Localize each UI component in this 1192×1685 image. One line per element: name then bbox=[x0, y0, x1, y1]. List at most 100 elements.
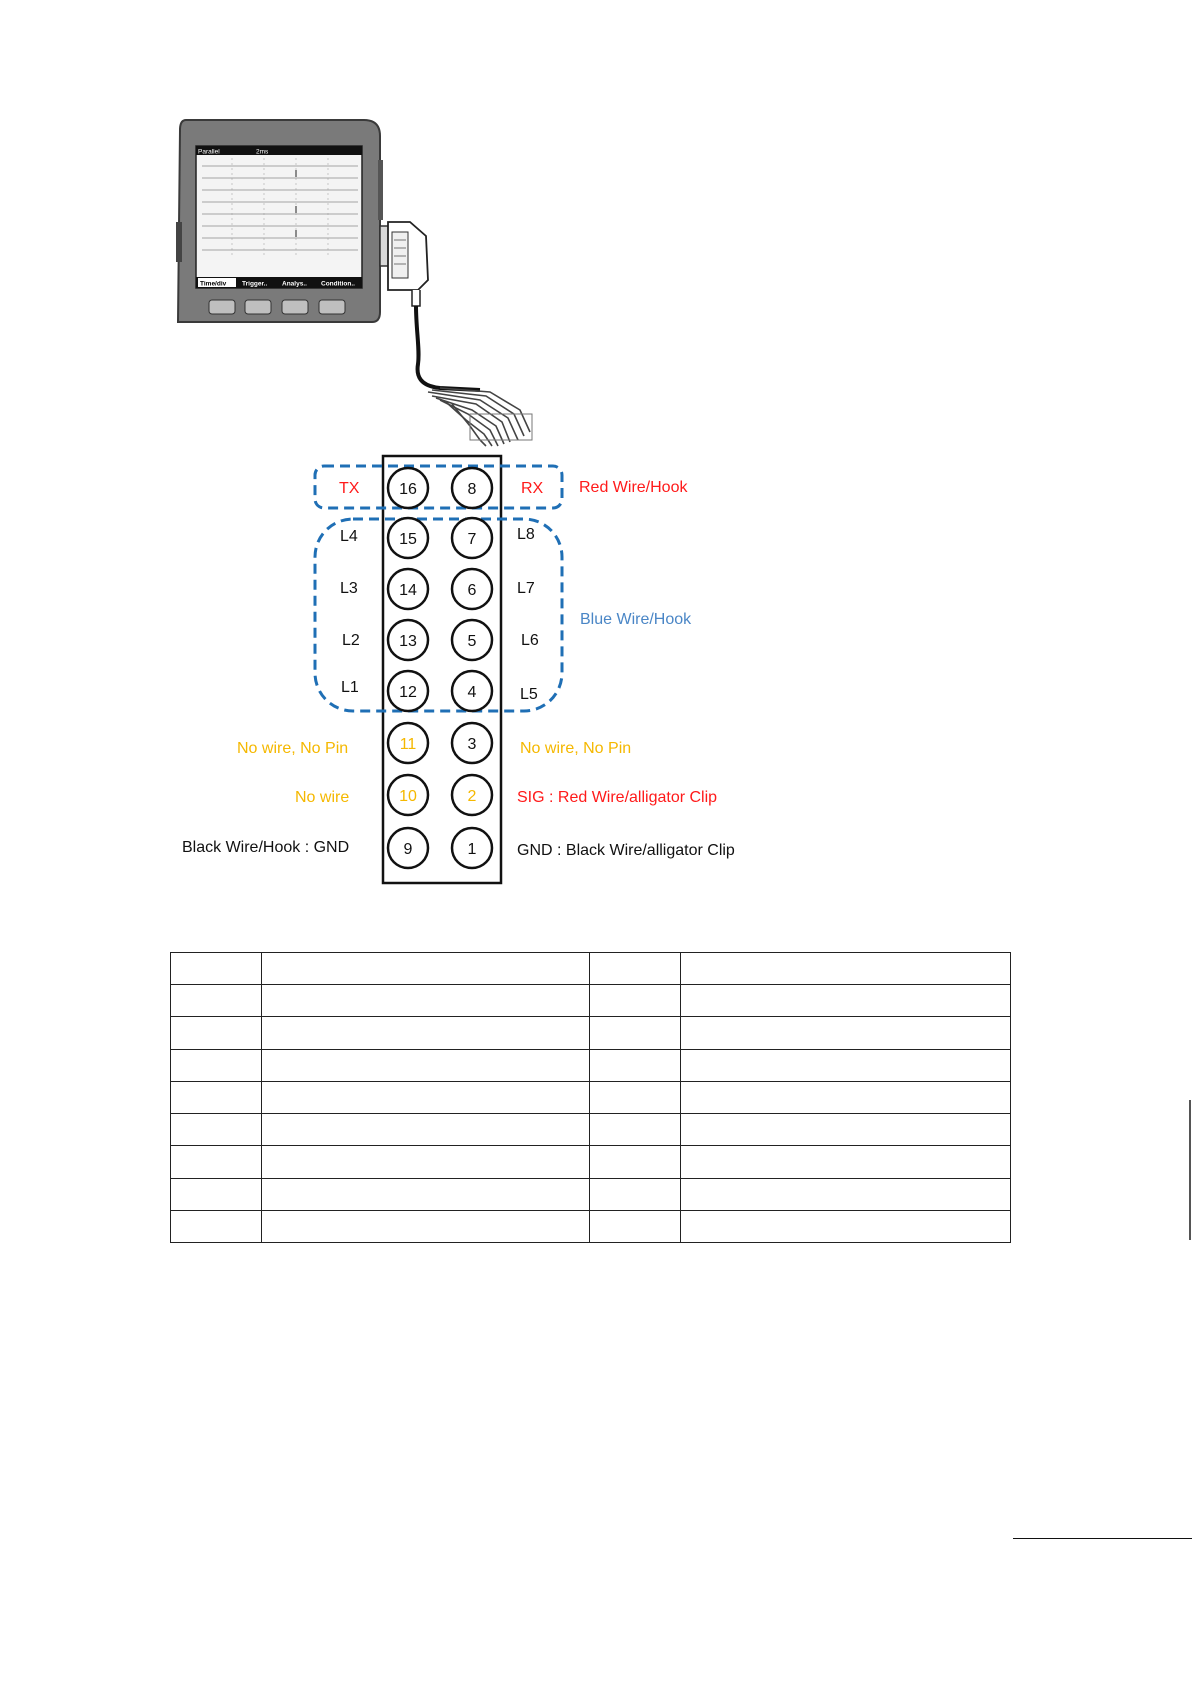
pin-number: 10 bbox=[399, 788, 417, 805]
screen-header-timebase: 2ms bbox=[256, 149, 269, 156]
table-cell bbox=[589, 1177, 681, 1211]
pin-circle bbox=[450, 669, 494, 713]
pin-number: 9 bbox=[404, 841, 413, 858]
pin: 3 bbox=[450, 721, 494, 765]
l5-label: L5 bbox=[520, 686, 538, 703]
pin-number: 16 bbox=[399, 481, 417, 498]
pin-number: 13 bbox=[399, 633, 417, 650]
table-cell bbox=[170, 951, 262, 986]
table-row bbox=[170, 1113, 1011, 1147]
pin-circle bbox=[450, 618, 494, 662]
probe-connector-icon bbox=[379, 221, 429, 307]
pin: 14 bbox=[386, 567, 430, 611]
pin: 5 bbox=[450, 618, 494, 662]
tx-rx-group-outline bbox=[313, 464, 564, 510]
table-cell bbox=[589, 1016, 681, 1050]
table-cell bbox=[680, 1209, 1011, 1244]
no-wire-label: No wire bbox=[295, 789, 349, 806]
softkey-button-4 bbox=[318, 299, 346, 315]
pin-number: 12 bbox=[399, 684, 417, 701]
table-cell bbox=[680, 951, 1011, 986]
l2-label: L2 bbox=[342, 632, 360, 649]
table-cell bbox=[680, 1113, 1011, 1147]
softkey-label-trigger: Trigger.. bbox=[242, 281, 267, 288]
table-cell bbox=[261, 1113, 590, 1147]
l6-label: L6 bbox=[521, 632, 539, 649]
pin: 9 bbox=[386, 826, 430, 870]
pin-number: 4 bbox=[468, 684, 477, 701]
pin: 12 bbox=[386, 669, 430, 713]
softkey-label-analysis: Analys.. bbox=[282, 281, 307, 288]
table-row bbox=[170, 1177, 1011, 1211]
pin-circle bbox=[386, 721, 430, 765]
pin-number: 14 bbox=[399, 582, 417, 599]
pin-circle bbox=[450, 516, 494, 560]
table-cell bbox=[589, 1145, 681, 1179]
table-cell bbox=[261, 951, 590, 986]
pin-circle bbox=[450, 567, 494, 611]
table-cell bbox=[589, 1209, 681, 1244]
pin-table bbox=[170, 951, 1011, 1244]
table-row bbox=[170, 984, 1011, 1018]
table-cell bbox=[170, 1177, 262, 1211]
pin-circle bbox=[450, 773, 494, 817]
pin-circle bbox=[386, 567, 430, 611]
softkey-button-1 bbox=[208, 299, 236, 315]
no-wire-no-pin-left-label: No wire, No Pin bbox=[237, 740, 348, 757]
softkey-button-3 bbox=[281, 299, 309, 315]
black-wire-hook-gnd-label: Black Wire/Hook : GND bbox=[182, 839, 349, 856]
l1-label: L1 bbox=[341, 679, 359, 696]
pin: 7 bbox=[450, 516, 494, 560]
table-cell bbox=[680, 1048, 1011, 1082]
table-cell bbox=[170, 1080, 262, 1115]
pin-circle bbox=[386, 826, 430, 870]
tx-label: TX bbox=[339, 480, 360, 497]
pin: 10 bbox=[386, 773, 430, 817]
pin: 1 bbox=[450, 826, 494, 870]
red-wire-hook-label: Red Wire/Hook bbox=[579, 479, 688, 496]
table-cell bbox=[589, 1113, 681, 1147]
table-cell bbox=[170, 1145, 262, 1179]
pin-number: 1 bbox=[468, 841, 477, 858]
table-cell bbox=[589, 1048, 681, 1082]
pin-circle bbox=[386, 516, 430, 560]
rx-label: RX bbox=[521, 480, 544, 497]
logic-analyzer-device-icon: Parallel 2ms Time/div Trigger.. Analys..… bbox=[176, 119, 383, 323]
table-cell bbox=[589, 984, 681, 1018]
table-cell bbox=[170, 1113, 262, 1147]
table-cell bbox=[680, 1080, 1011, 1115]
table-cell bbox=[680, 1177, 1011, 1211]
pin: 11 bbox=[386, 721, 430, 765]
table-row bbox=[170, 1209, 1011, 1244]
pin: 15 bbox=[386, 516, 430, 560]
pin-number: 5 bbox=[468, 633, 477, 650]
pin-circle bbox=[450, 466, 494, 510]
logic-channel-group-outline bbox=[313, 517, 564, 713]
table-cell bbox=[261, 1209, 590, 1244]
table-row bbox=[170, 951, 1011, 986]
pin-circle bbox=[386, 669, 430, 713]
table-cell bbox=[589, 951, 681, 986]
table-row bbox=[170, 1048, 1011, 1082]
pin-number: 15 bbox=[399, 531, 417, 548]
table-cell bbox=[680, 984, 1011, 1018]
pin-number: 7 bbox=[468, 531, 477, 548]
pin: 16 bbox=[386, 466, 430, 510]
pin-number: 11 bbox=[400, 736, 417, 753]
table-cell bbox=[680, 1145, 1011, 1179]
pin-circle bbox=[386, 466, 430, 510]
l3-label: L3 bbox=[340, 580, 358, 597]
pin-circle bbox=[450, 826, 494, 870]
table-row bbox=[170, 1145, 1011, 1179]
probe-cable bbox=[414, 305, 481, 392]
pin-circle bbox=[386, 773, 430, 817]
table-row bbox=[170, 1016, 1011, 1050]
page-edge-rule bbox=[1189, 1100, 1191, 1240]
pin-number: 2 bbox=[468, 788, 477, 805]
pin-number: 6 bbox=[468, 582, 477, 599]
table-cell bbox=[589, 1080, 681, 1115]
table-cell bbox=[170, 1016, 262, 1050]
table-cell bbox=[261, 1048, 590, 1082]
table-cell bbox=[170, 984, 262, 1018]
